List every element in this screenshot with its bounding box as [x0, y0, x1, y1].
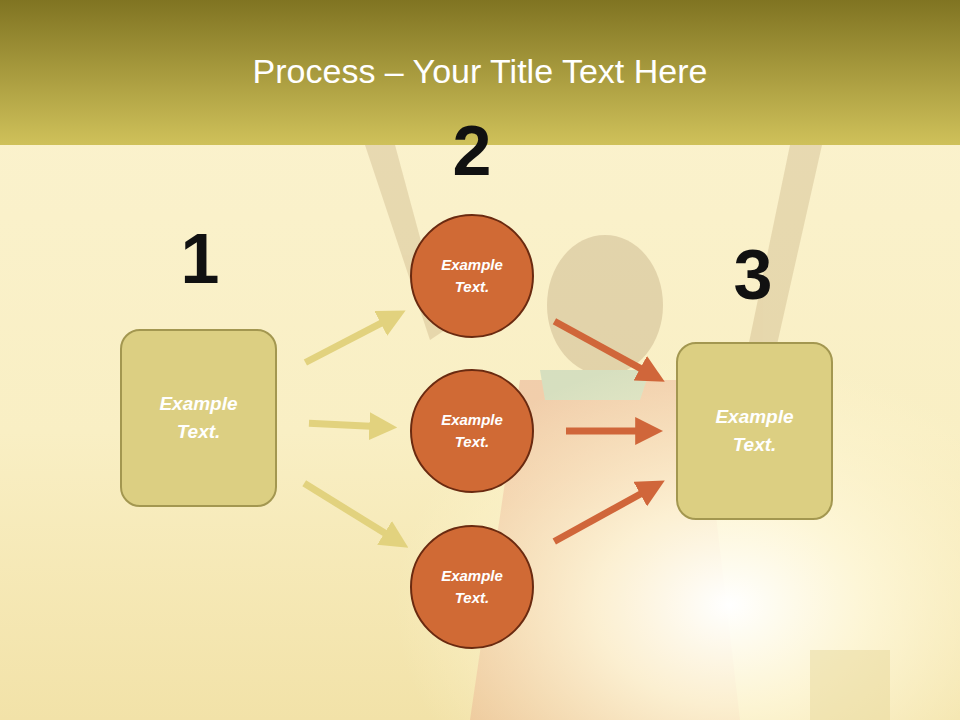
step-number: 1 — [140, 224, 260, 294]
process-circle: Example Text. — [410, 525, 534, 649]
process-circle: Example Text. — [410, 214, 534, 338]
process-box: Example Text. — [120, 329, 277, 507]
flow-arrow — [554, 486, 655, 542]
node-text: Example Text. — [410, 254, 534, 298]
circle-outline — [410, 369, 534, 493]
process-circle: Example Text. — [410, 369, 534, 493]
node-text: Example Text. — [410, 409, 534, 453]
process-box: Example Text. — [676, 342, 833, 520]
node-text: Example Text. — [122, 390, 275, 445]
circle-outline — [410, 214, 534, 338]
flow-arrow — [566, 428, 652, 435]
node-text: Example Text. — [410, 565, 534, 609]
flow-arrow — [304, 483, 399, 541]
step-number: 3 — [693, 240, 813, 310]
flow-arrow — [305, 316, 395, 363]
node-text: Example Text. — [678, 403, 831, 458]
step-number: 2 — [412, 116, 532, 186]
slide-title: Process – Your Title Text Here — [0, 52, 960, 91]
circle-outline — [410, 525, 534, 649]
flow-arrow — [554, 321, 655, 376]
flow-arrow — [309, 423, 386, 427]
